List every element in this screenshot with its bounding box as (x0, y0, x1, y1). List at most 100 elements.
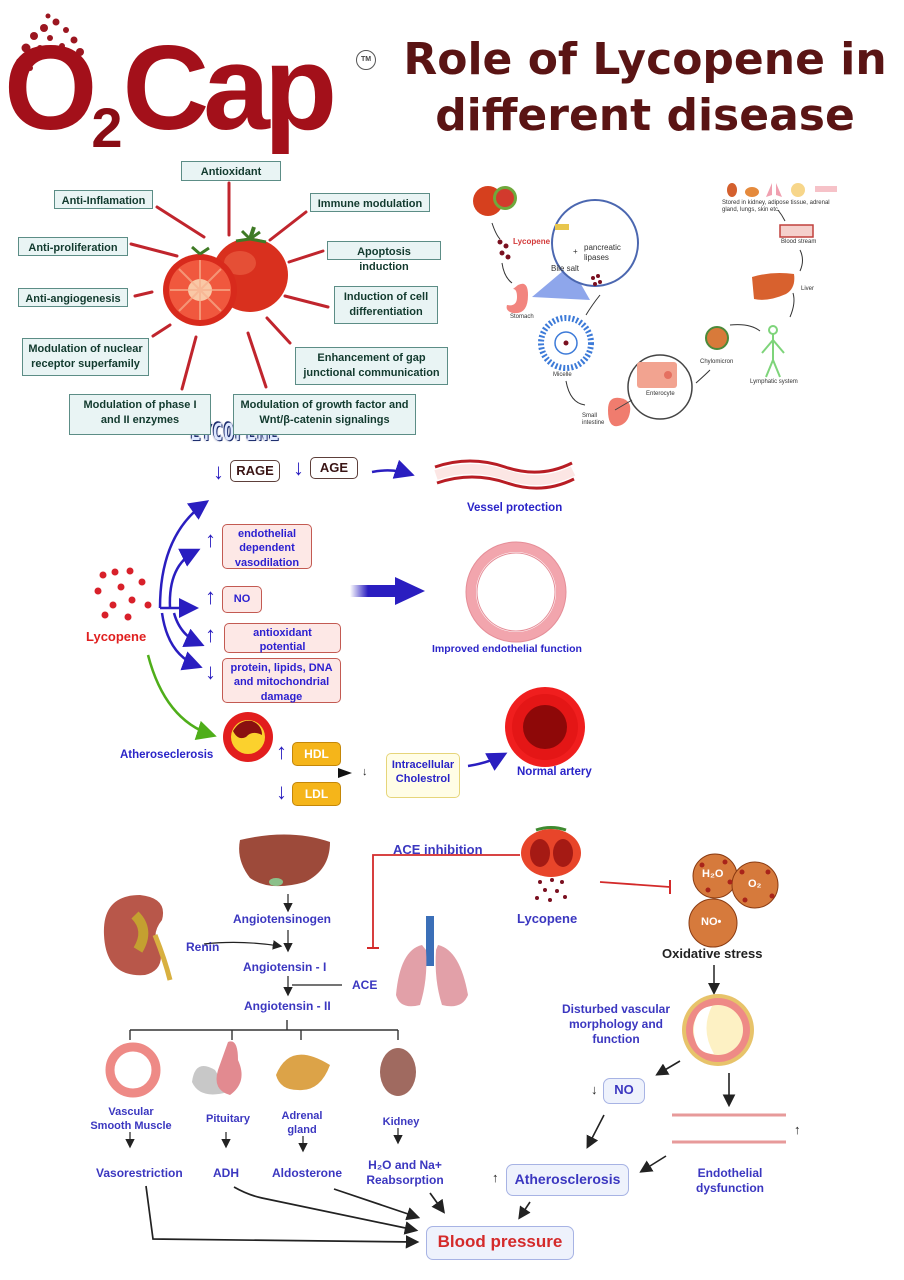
tomato-icon (473, 186, 517, 216)
enterocyte-icon (637, 362, 677, 388)
tomato-icon (163, 226, 288, 326)
flow-arrow (777, 209, 786, 222)
arrow-to-antioxidant (172, 612, 205, 647)
vascular-arrows (94, 459, 585, 778)
big-arrow-icon (350, 585, 395, 597)
logo-dots-icon (11, 13, 88, 81)
aldosterone-to-bp (333, 1188, 421, 1221)
small-down-arrow-icon: ↓ (362, 766, 368, 778)
effects-panel: LYCOPENE Antioxidant Anti-Inflamation Im… (0, 155, 455, 447)
bile-salt-label: Bile salt (551, 264, 580, 273)
connector-line (129, 242, 179, 258)
lycopene-label: Lycopene (86, 629, 147, 644)
chylomicron-label: Chylomicron (700, 359, 734, 365)
effect-phase-enzymes: Modulation of phase I and II enzymes (69, 394, 211, 435)
storage-label: Stored in kidney, adipose tissue, adrena… (722, 200, 830, 214)
arrow-to-rage (158, 500, 210, 609)
reabsorption-to-bp (429, 1192, 445, 1214)
effect-anti-proliferation: Anti-proliferation (18, 237, 128, 256)
lymphatic-system-icon (761, 325, 785, 378)
title-line-1: Role of Lycopene in (403, 34, 887, 85)
absorption-panel: Lycopene pancreatic lipases Bile salt + … (460, 165, 900, 435)
intracellular-cholesterol-box: Intracellular Cholestrol (386, 753, 460, 798)
renin-label: Renin (186, 940, 220, 954)
renin-arrow (203, 940, 283, 950)
connector-line (265, 316, 292, 345)
small-intestine-icon (608, 397, 631, 427)
down-arrow-icon: ↓ (276, 779, 287, 804)
lungs-icon (426, 916, 434, 966)
effect-aldosterone: Aldosterone (272, 1166, 343, 1180)
effect-vasorestriction: Vasorestriction (96, 1166, 183, 1180)
kidney-icon (103, 895, 164, 976)
effect-nuclear-receptor: Modulation of nuclear receptor superfami… (22, 338, 149, 376)
zoom-cone (532, 265, 590, 300)
absorption-lycopene-label: Lycopene (513, 237, 551, 246)
effect-adh: ADH (213, 1166, 239, 1180)
up-arrow-icon: ↑ (276, 739, 287, 764)
effect-growth-factor-wnt: Modulation of growth factor and Wnt/β-ca… (233, 394, 416, 435)
logo-wordmark: O2Cap (4, 21, 337, 159)
angiotensin-2-label: Angiotensin - II (244, 999, 331, 1013)
chylomicron-icon (705, 326, 729, 350)
up-arrow-icon: ↑ (205, 527, 216, 552)
effect-cell-differentiation: Induction of cell differentiation (334, 286, 438, 324)
page-title: Role of Lycopene in different disease (395, 32, 895, 145)
connector-line (180, 335, 198, 391)
trademark-icon: TM (356, 50, 376, 70)
effects-connectors (129, 181, 330, 391)
damage-box: protein, lipids, DNA and mitochondrial d… (222, 658, 341, 703)
arrow-to-damage (160, 612, 203, 671)
disturbed-vascular-label: Disturbed vascular morphology and functi… (561, 1002, 671, 1046)
endothelial-ring-icon (466, 542, 566, 642)
down-arrow-icon: ↓ (213, 459, 224, 484)
vessel-icon (434, 459, 573, 474)
adh-to-bp (233, 1186, 419, 1235)
connector-line (287, 249, 325, 264)
kidney-small-icon (380, 1048, 416, 1096)
flow-arrow (491, 222, 501, 240)
antioxidant-potential-box: antioxidant potential (224, 623, 341, 653)
down-arrow-icon: ↓ (293, 455, 304, 480)
age-box: AGE (310, 457, 358, 479)
no-down-arrow-icon: ↓ (591, 1082, 598, 1097)
lycopene-dots-icon (94, 567, 152, 621)
improved-endothelial-label: Improved endothelial function (432, 643, 582, 655)
effect-antioxidant: Antioxidant (181, 161, 281, 181)
arrow-to-normal-artery (467, 752, 508, 771)
effect-reabsorption: H₂O and Na+ Reabsorption (366, 1158, 444, 1187)
bp-lycopene-label: Lycopene (517, 911, 578, 926)
enterocyte-label: Enterocyte (646, 391, 675, 397)
plus-label: + (573, 247, 578, 256)
flow-arrow (695, 369, 711, 384)
down-arrow-icon: ↓ (205, 659, 216, 684)
endothelial-dysfunction-label: Endothelial dysfunction (696, 1166, 764, 1195)
lycopene-dots-icon (497, 239, 511, 260)
arrow-to-vessel (371, 459, 415, 479)
flow-arrow (565, 380, 586, 406)
connector-line (155, 205, 206, 239)
effect-gap-junction: Enhancement of gap junctional communicat… (295, 347, 448, 385)
connector-line (268, 210, 308, 242)
bile-salt-icon (555, 224, 569, 230)
rage-box: RAGE (230, 460, 280, 482)
adipose-icon (791, 183, 805, 197)
hdl-box: HDL (292, 742, 341, 766)
ace-inhibition-line (372, 854, 520, 948)
blood-pressure-box: Blood pressure (426, 1226, 574, 1260)
ace-inhibition-label: ACE inhibition (393, 842, 483, 857)
oxidative-stress-label: Oxidative stress (662, 946, 763, 961)
ros-no-label: NO• (701, 916, 722, 928)
organ-pituitary: Pituitary (205, 1113, 250, 1125)
o2cap-logo: O2Cap TM (4, 8, 384, 156)
liver-icon (239, 834, 330, 887)
atherosclerosis-up-arrow-icon: ↑ (492, 1170, 499, 1185)
ros-inhibition-line (599, 881, 671, 888)
arrow-to-atherosclerosis (146, 654, 217, 740)
no-box: NO (603, 1078, 645, 1104)
liver-label: Liver (801, 286, 815, 292)
flow-arrow (501, 262, 513, 284)
kidney-icon (727, 183, 737, 197)
blood-stream-icon (779, 224, 814, 238)
flow-arrow (585, 294, 601, 316)
